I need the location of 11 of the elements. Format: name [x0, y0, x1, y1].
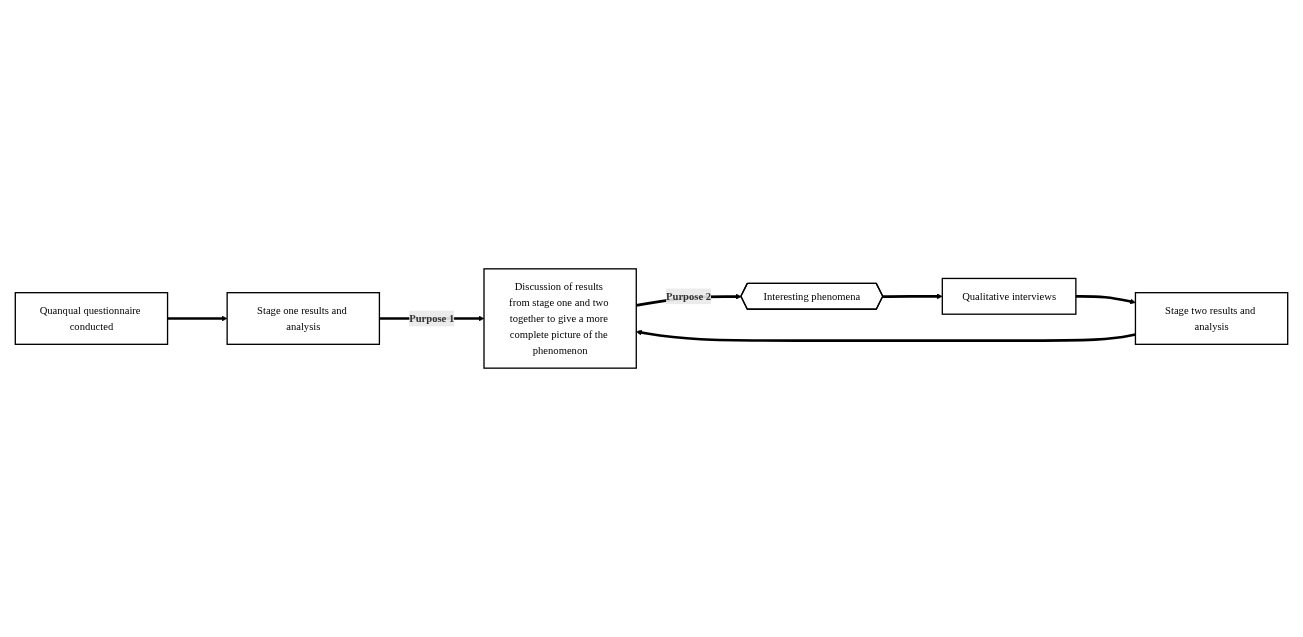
node-box: Stage one results and analysis: [226, 292, 381, 345]
arrow: [1075, 295, 1136, 305]
arrow: [883, 293, 943, 300]
arrow: [167, 315, 228, 322]
node-box: Discussion of results from stage one and two together to give a more complete picture of the phenomenon: [483, 268, 637, 369]
edge-label: Purpose 2: [666, 290, 712, 302]
edge-label: Purpose 1: [409, 312, 455, 324]
arrow: [636, 329, 1136, 342]
node-box: Quanqual questionnaire conducted: [14, 292, 169, 345]
node-box: Qualitative interviews: [941, 277, 1077, 315]
node-box: Stage two results and analysis: [1134, 292, 1289, 345]
